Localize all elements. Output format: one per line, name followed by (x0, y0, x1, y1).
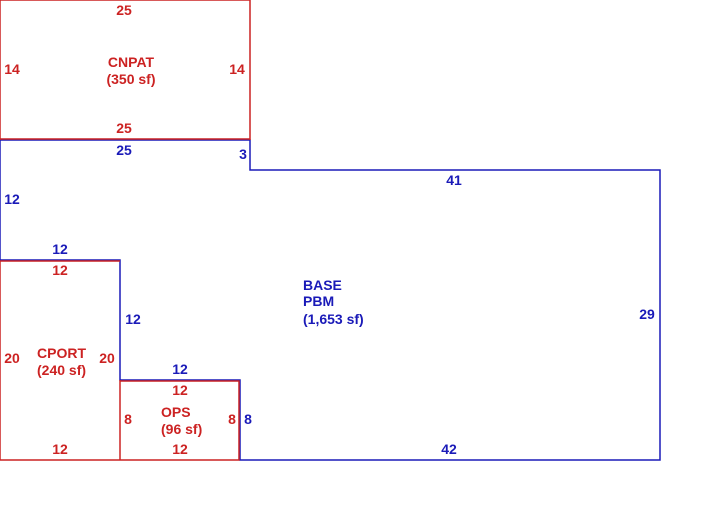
dim-cport-right: 20 (99, 350, 115, 366)
area-base-size: (1,653 sf) (303, 311, 364, 327)
dim-ops-right: 8 (228, 411, 236, 427)
dim-base-right: 29 (639, 306, 655, 322)
dim-base-ops-top: 12 (172, 361, 188, 377)
dim-base-top-left: 25 (116, 142, 132, 158)
dim-base-cport-top: 12 (52, 241, 68, 257)
dim-base-ops-right: 8 (244, 411, 252, 427)
dim-cnpat-right: 14 (229, 61, 245, 77)
dim-base-bottom: 42 (441, 441, 457, 457)
dim-cport-bottom: 12 (52, 441, 68, 457)
area-ops-label: OPS (161, 404, 191, 420)
dim-base-left: 12 (4, 191, 20, 207)
area-cnpat-size: (350 sf) (106, 71, 155, 87)
area-base-label: BASE (303, 277, 342, 293)
dim-cnpat-left: 14 (4, 61, 20, 77)
area-cport-size: (240 sf) (37, 362, 86, 378)
dim-cnpat-bottom: 25 (116, 120, 132, 136)
cnpat-outline (0, 0, 251, 140)
cport-outline (0, 261, 120, 461)
dim-base-top-right: 41 (446, 172, 462, 188)
area-cport-label: CPORT (37, 345, 86, 361)
area-cnpat-label: CNPAT (108, 54, 155, 70)
dim-base-step: 3 (239, 146, 247, 162)
dim-cnpat-top: 25 (116, 2, 132, 18)
dim-ops-top: 12 (172, 382, 188, 398)
dim-cport-left: 20 (4, 350, 20, 366)
dim-cport-top: 12 (52, 262, 68, 278)
dim-ops-left: 8 (124, 411, 132, 427)
area-ops-size: (96 sf) (161, 421, 202, 437)
ops-outline (120, 380, 240, 461)
base-outline (0, 139, 661, 461)
dim-ops-bottom: 12 (172, 441, 188, 457)
dim-base-cport-right: 12 (125, 311, 141, 327)
area-base-code: PBM (303, 293, 334, 309)
